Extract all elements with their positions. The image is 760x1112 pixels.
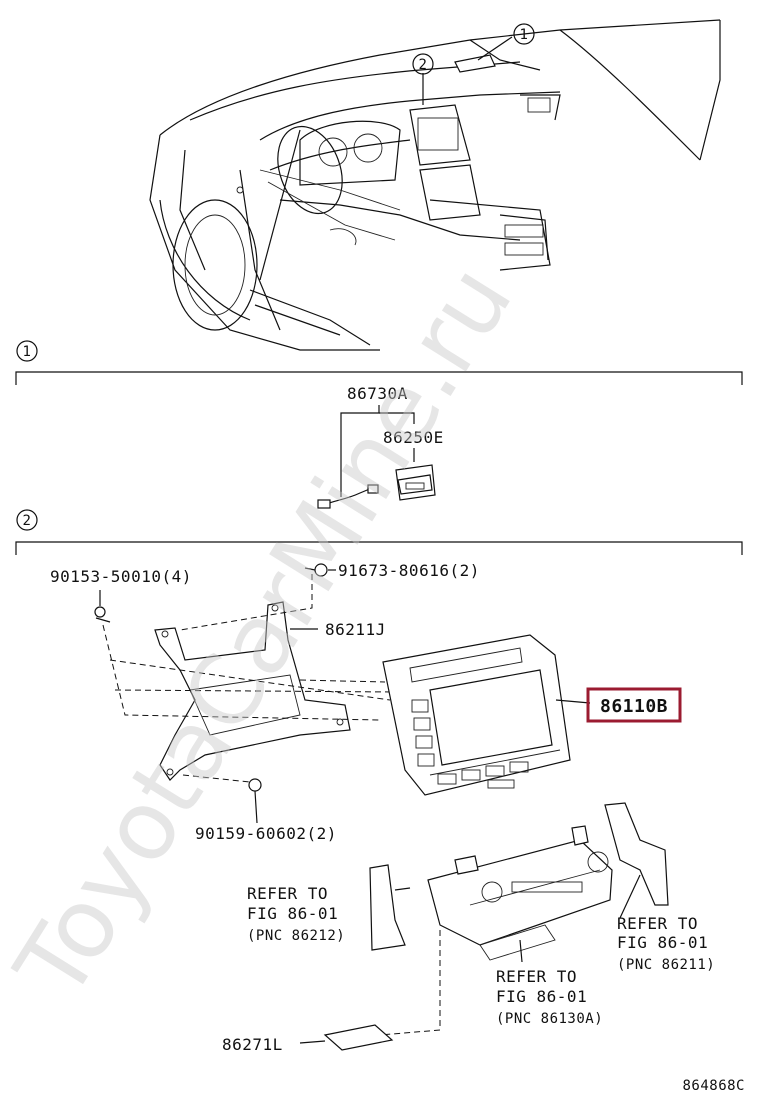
part-label-86211j: 86211J (325, 620, 386, 639)
figure-code: 864868C (682, 1078, 745, 1094)
part-label-86271l: 86271L (222, 1035, 283, 1054)
bolt-91673-icon (304, 563, 336, 577)
svg-text:REFER TO: REFER TO (247, 884, 328, 903)
part-label-90153: 90153-50010(4) (50, 567, 192, 586)
refer-center-text: REFER TO FIG 86-01 (PNC 86130A) (496, 967, 603, 1027)
part-label-91673: 91673-80616(2) (338, 561, 480, 580)
control-panel-assembly (427, 825, 613, 963)
display-unit-86110b (382, 634, 591, 796)
car-interior-illustration (149, 19, 721, 351)
refer-left-text: REFER TO FIG 86-01 (PNC 86212) (247, 884, 345, 944)
svg-text:1: 1 (23, 344, 32, 360)
refer-right-text: REFER TO FIG 86-01 (PNC 86211) (617, 914, 715, 973)
part-label-90159: 90159-60602(2) (195, 824, 337, 843)
section-2-bracket (15, 541, 743, 555)
right-side-bracket (604, 802, 669, 919)
svg-text:FIG 86-01: FIG 86-01 (617, 933, 708, 952)
bolt-90159-icon (248, 778, 262, 824)
part-label-86250e: 86250E (383, 428, 444, 447)
part-label-86730a: 86730A (347, 384, 408, 403)
svg-text:(PNC 86212): (PNC 86212) (247, 928, 345, 944)
assembly-dash-lines (102, 574, 396, 783)
svg-text:2: 2 (419, 57, 428, 73)
svg-text:FIG 86-01: FIG 86-01 (496, 987, 587, 1006)
svg-text:86110B: 86110B (600, 696, 668, 717)
section-2-marker: 2 (16, 509, 38, 531)
cover-plate-86271l (299, 930, 441, 1051)
left-side-bracket (369, 864, 411, 951)
highlighted-part-86110b[interactable]: 86110B (586, 687, 682, 723)
svg-text:FIG 86-01: FIG 86-01 (247, 904, 338, 923)
svg-text:1: 1 (520, 27, 529, 43)
usb-cable-assembly (317, 405, 436, 509)
callout-2: 2 (412, 53, 434, 75)
svg-text:2: 2 (23, 513, 32, 529)
svg-text:(PNC 86130A): (PNC 86130A) (496, 1011, 603, 1027)
bracket-86211j (154, 601, 351, 781)
section-1-bracket (15, 371, 743, 385)
bolt-90153-icon (94, 590, 111, 623)
svg-text:REFER TO: REFER TO (617, 914, 698, 933)
section-1-marker: 1 (16, 340, 38, 362)
callout-1: 1 (513, 23, 535, 45)
svg-text:(PNC 86211): (PNC 86211) (617, 957, 715, 973)
svg-text:REFER TO: REFER TO (496, 967, 577, 986)
